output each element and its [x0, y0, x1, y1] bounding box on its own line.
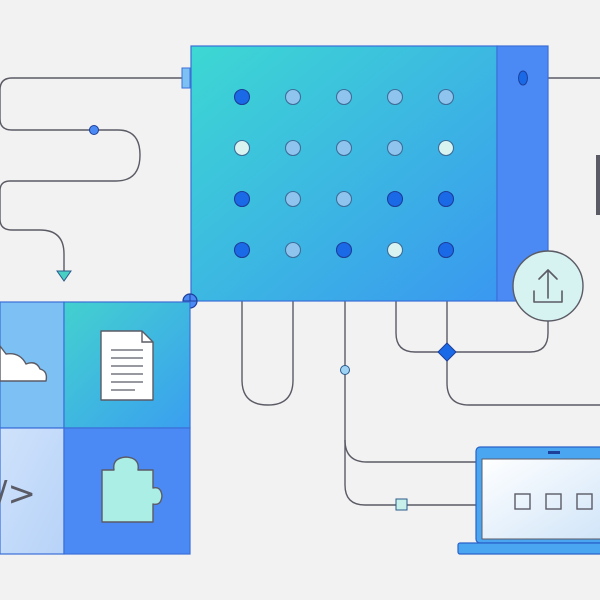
connector-upload-loop	[395, 250, 549, 353]
screen-tile-1[interactable]	[514, 493, 531, 510]
puzzle-icon	[101, 456, 163, 523]
grid-dot-light	[335, 190, 353, 208]
grid-dot-light	[437, 88, 455, 106]
grid-dot-pale	[437, 139, 455, 157]
grid-dot-dark	[386, 190, 404, 208]
laptop-camera	[548, 451, 560, 454]
grid-dot-dark	[233, 88, 251, 106]
tile-grid: />	[0, 301, 191, 555]
connector-u-loop	[241, 250, 294, 406]
tile-code[interactable]	[0, 427, 65, 555]
path-node-small	[340, 365, 350, 375]
connector-left-serpentine	[0, 77, 183, 273]
upload-icon	[533, 269, 563, 303]
processing-panel	[190, 45, 549, 302]
connector-to-laptop-lower	[344, 440, 478, 506]
grid-dot-pale	[386, 241, 404, 259]
arrow-down-marker	[56, 270, 72, 282]
grid-dot-pale	[233, 139, 251, 157]
grid-dot-light	[386, 88, 404, 106]
screen-tile-2[interactable]	[545, 493, 562, 510]
grid-dot-light	[335, 88, 353, 106]
diamond-node	[437, 342, 457, 362]
grid-dot-dark	[437, 241, 455, 259]
grid-dot-dark	[233, 190, 251, 208]
grid-dot-light	[335, 139, 353, 157]
panel-grid-area	[190, 45, 498, 302]
square-node	[395, 498, 408, 511]
grid-dot-light	[284, 139, 302, 157]
screen-tile-3[interactable]	[576, 493, 593, 510]
grid-dot-dark	[437, 190, 455, 208]
upload-button[interactable]	[512, 250, 584, 322]
laptop-base	[457, 542, 600, 555]
laptop-device	[457, 446, 600, 555]
document-icon	[100, 330, 154, 401]
grid-dot-light	[386, 139, 404, 157]
grid-dot-dark	[233, 241, 251, 259]
code-icon: />	[0, 474, 36, 514]
grid-dot-light	[284, 88, 302, 106]
grid-dot-light	[284, 241, 302, 259]
grid-dot-light	[284, 190, 302, 208]
laptop-screen	[481, 458, 600, 540]
port-marker-left	[181, 67, 191, 89]
grid-dot-dark	[335, 241, 353, 259]
offscreen-panel-edge	[596, 155, 600, 215]
connector-right-bottom	[446, 250, 600, 406]
path-node-dot	[89, 125, 99, 135]
cloud-icon	[0, 345, 48, 382]
dot-grid	[233, 88, 455, 259]
port-marker-right	[518, 70, 528, 86]
